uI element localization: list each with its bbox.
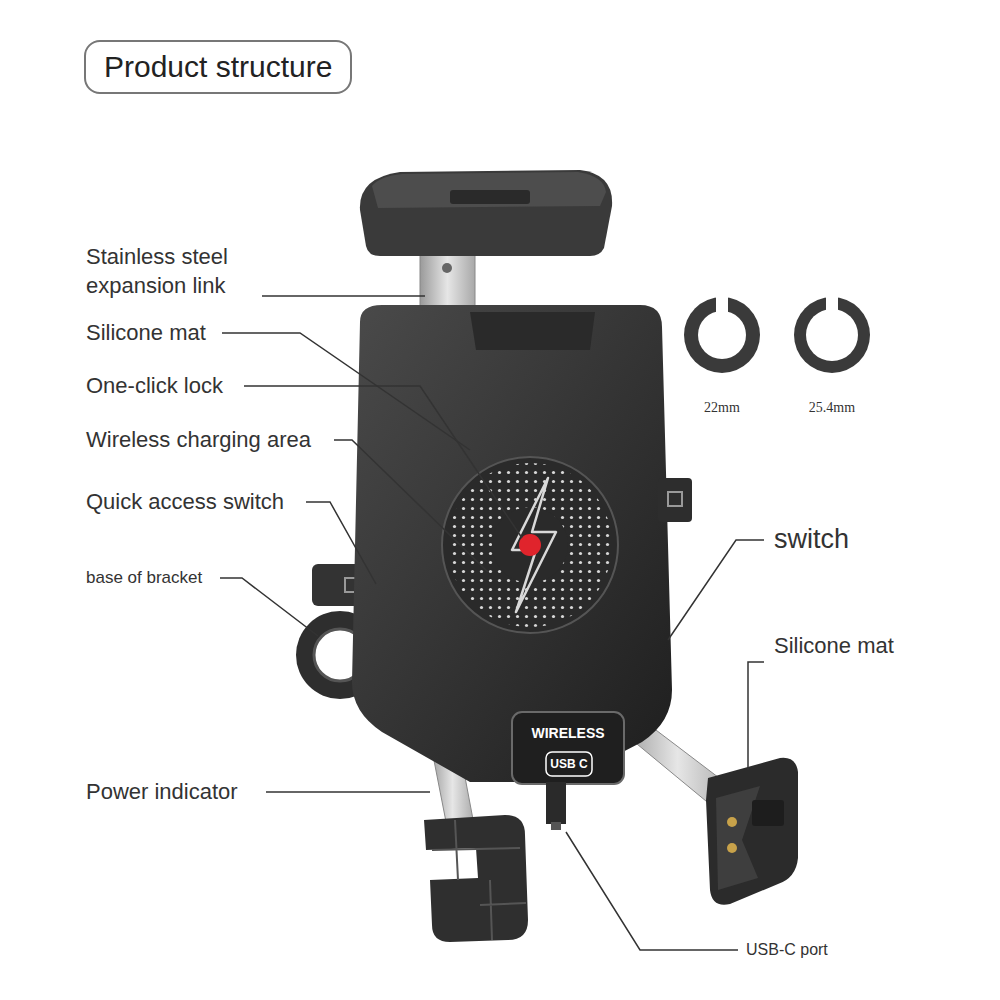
dimension-label: 25.4mm — [809, 399, 855, 417]
title-badge: Product structure — [84, 40, 352, 94]
device-marking: WIRELESS — [531, 724, 604, 742]
part-label: base of bracket — [86, 567, 202, 589]
device-marking: USB C — [550, 757, 587, 773]
dimension-label: 22mm — [704, 399, 740, 417]
part-label: Wireless charging area — [86, 426, 311, 455]
part-label: Silicone mat — [774, 632, 894, 661]
part-label: Power indicator — [86, 778, 238, 807]
part-label: USB-C port — [746, 940, 828, 961]
part-label: switch — [774, 522, 849, 557]
part-label: Stainless steel expansion link — [86, 243, 266, 300]
part-label: Silicone mat — [86, 319, 206, 348]
part-label: Quick access switch — [86, 488, 284, 517]
part-label: One-click lock — [86, 372, 223, 401]
